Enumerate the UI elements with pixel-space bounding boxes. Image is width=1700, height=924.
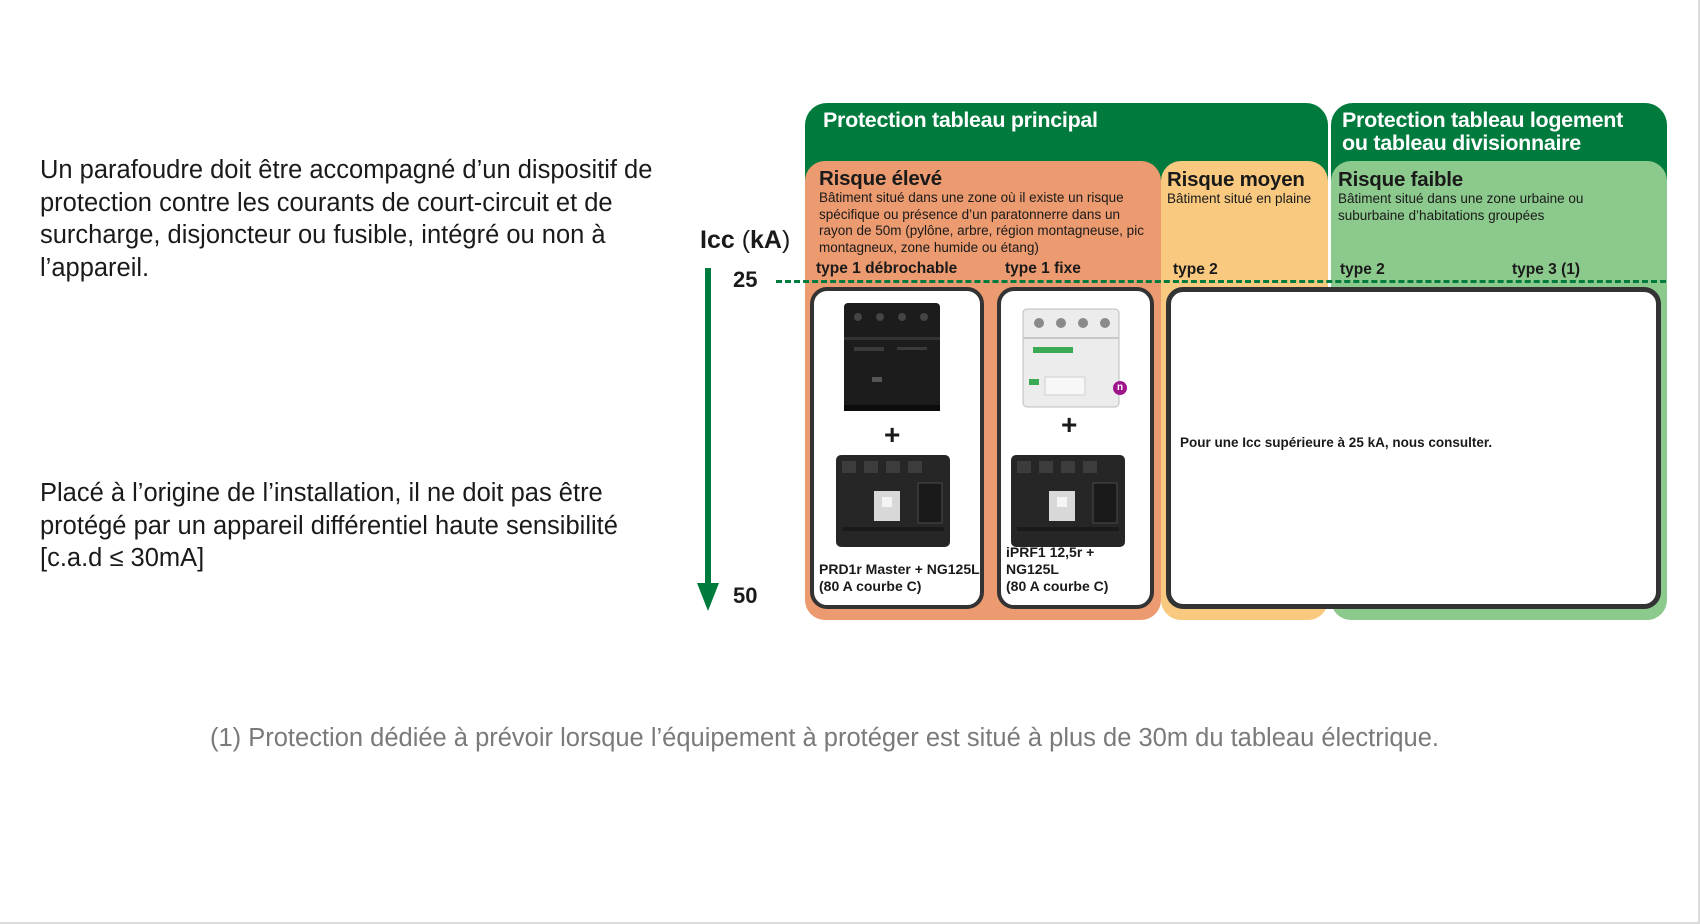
- circuit-breaker-image: [1011, 455, 1125, 547]
- type-label: type 2: [1340, 261, 1385, 278]
- risk-title: Risque élevé: [819, 167, 942, 190]
- icc-tick-25: 25: [733, 267, 758, 292]
- product-caption: iPRF1 12,5r + NG125L (80 A courbe C): [1006, 544, 1109, 594]
- risk-description: Bâtiment situé en plaine: [1167, 191, 1312, 206]
- product-card-prd1r: + PRD1r Master + NG125L (80 A courbe C): [810, 287, 984, 609]
- risk-description: Bâtiment situé dans une zone où il exist…: [819, 190, 1144, 255]
- product-caption: PRD1r Master + NG125L (80 A courbe C): [819, 561, 980, 594]
- icc-axis-label: Icc (kA): [700, 226, 791, 254]
- new-product-badge-icon: n: [1113, 381, 1127, 395]
- plus-sign: +: [1061, 409, 1078, 440]
- icc-tick-50: 50: [733, 583, 758, 608]
- slide-border: [1698, 0, 1700, 924]
- header-title: Protection tableau logement ou tableau d…: [1342, 108, 1623, 155]
- consult-card: Pour une Icc supérieure à 25 kA, nous co…: [1166, 287, 1661, 609]
- risk-title: Risque faible: [1338, 168, 1463, 191]
- product-card-iprf1: n + iPRF1 12,5r + NG125L (80 A courbe C): [997, 287, 1154, 609]
- type-label: type 2: [1173, 261, 1218, 278]
- icc-axis-line: [705, 268, 711, 586]
- footnote: (1) Protection dédiée à prévoir lorsque …: [210, 724, 1439, 752]
- intro-paragraph-1: Un parafoudre doit être accompagné d’un …: [40, 156, 653, 282]
- header-title: Protection tableau principal: [823, 108, 1098, 132]
- risk-description: Bâtiment situé dans une zone urbaine ou …: [1338, 191, 1584, 223]
- type-label: type 3 (1): [1512, 261, 1581, 278]
- type-label: type 1 fixe: [1005, 260, 1081, 277]
- surge-arrester-black-image: [844, 303, 940, 411]
- arrow-down-icon: [697, 583, 719, 611]
- surge-arrester-white-image: [1022, 308, 1120, 408]
- type-label: type 1 débrochable: [816, 260, 958, 277]
- icc-25-threshold-line: [776, 280, 1666, 283]
- plus-sign: +: [884, 419, 901, 450]
- consult-text: Pour une Icc supérieure à 25 kA, nous co…: [1180, 435, 1493, 450]
- intro-paragraph-2: Placé à l’origine de l’installation, il …: [40, 479, 618, 572]
- circuit-breaker-image: [836, 455, 950, 547]
- risk-title: Risque moyen: [1167, 168, 1305, 191]
- slide-border: [0, 922, 1700, 924]
